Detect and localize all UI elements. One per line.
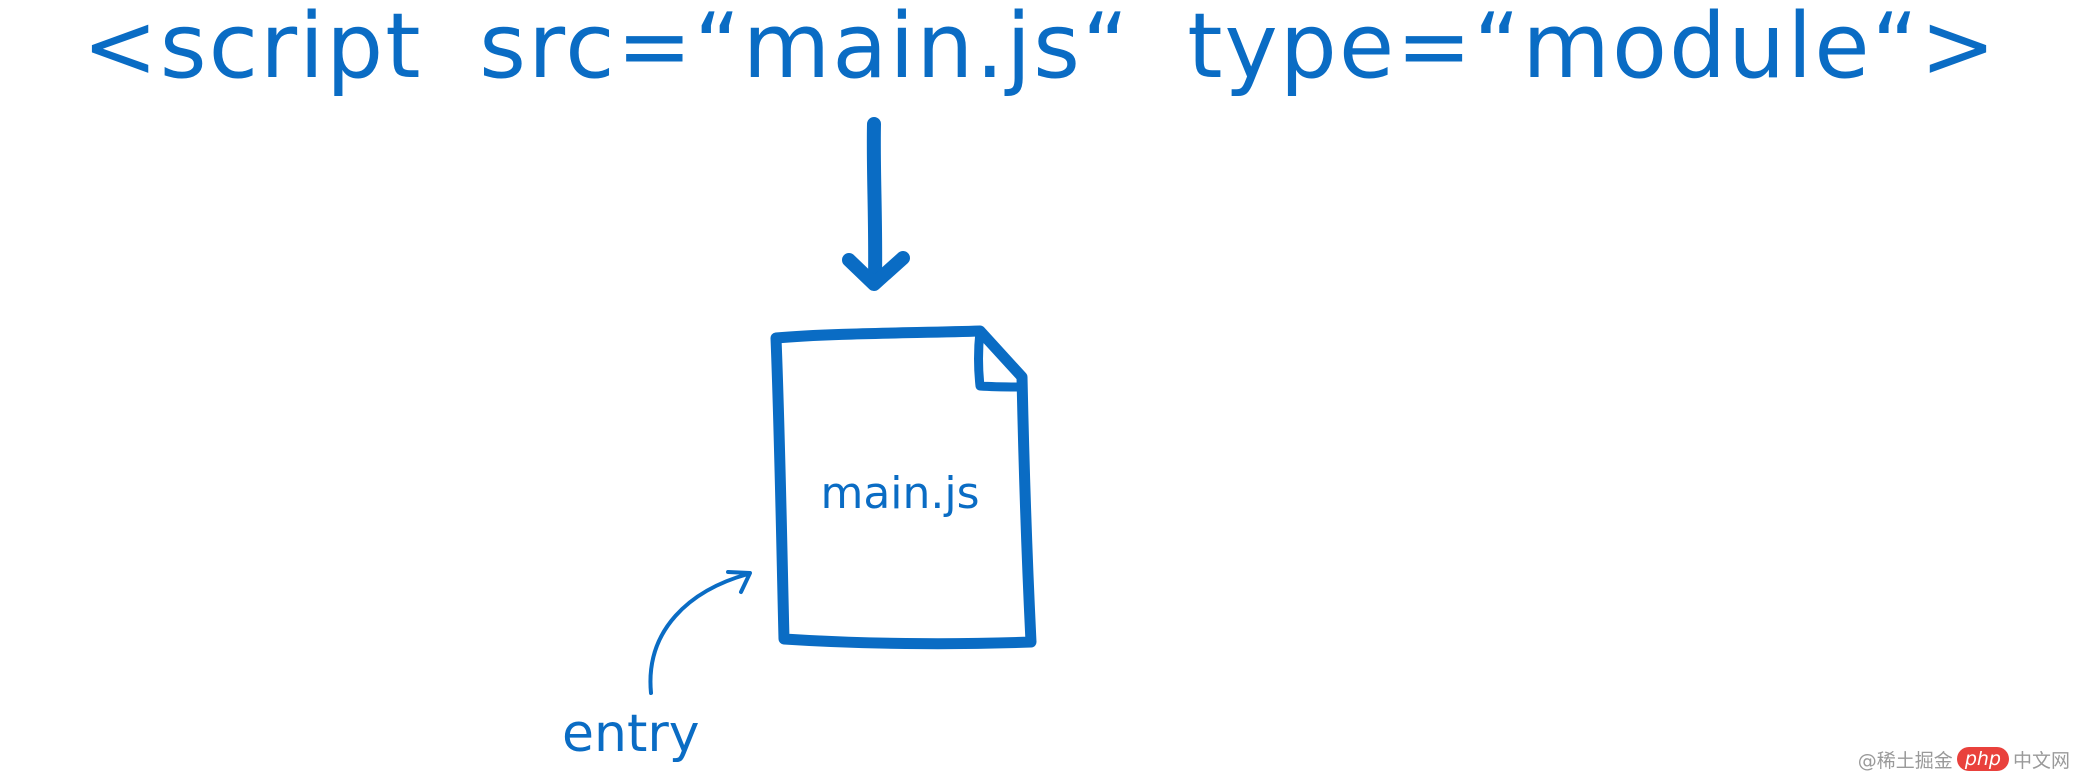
- watermark-prefix: @稀土掘金: [1857, 749, 1953, 772]
- watermark: @稀土掘金 php 中文网: [1858, 746, 2070, 772]
- entry-arrow-icon: [648, 570, 752, 695]
- document-fold-corner: [974, 326, 1027, 392]
- down-arrow-shaft: [866, 117, 883, 289]
- entry-arrow-curve: [648, 572, 750, 695]
- down-arrow-icon: [842, 117, 910, 291]
- document-icon: [770, 325, 1037, 650]
- script-tag-text: <script src=“main.js“ type=“module“>: [82, 0, 1998, 99]
- document-outline: [770, 325, 1037, 650]
- entry-arrow-head: [726, 570, 752, 594]
- watermark-suffix: 中文网: [2012, 749, 2070, 772]
- watermark-badge: php: [1956, 747, 2009, 771]
- file-name-label: main.js: [820, 468, 980, 519]
- entry-label: entry: [562, 704, 700, 764]
- down-arrow-head: [842, 251, 910, 291]
